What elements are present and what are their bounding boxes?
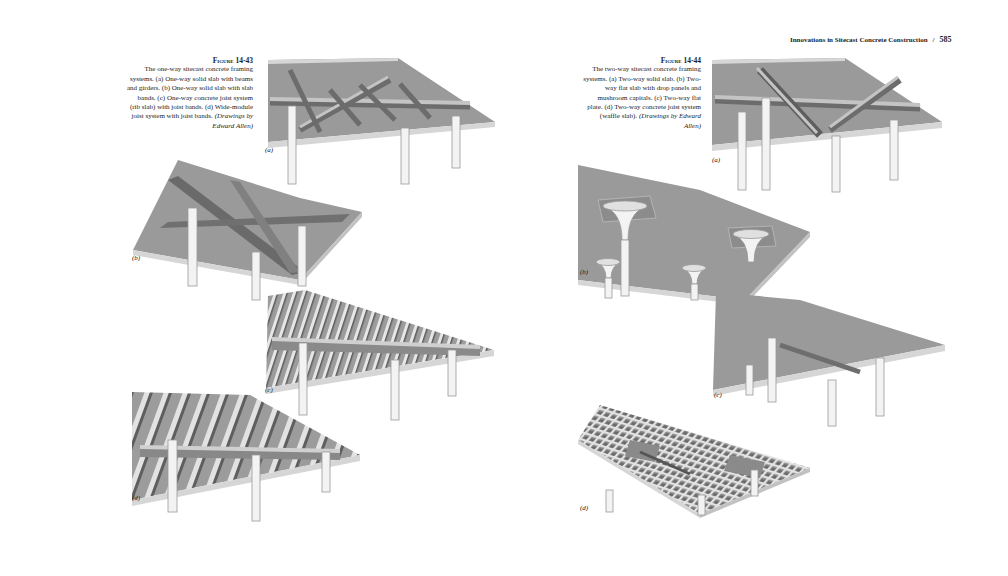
wide-module-joist-system [132, 392, 360, 521]
subfigure-letter: (a) [265, 146, 273, 154]
two-way-solid-slab [712, 58, 942, 192]
figure-caption: Figure 14-43The one-way sitecast concret… [126, 56, 253, 131]
caption-text: The two-way sitecast concrete framing sy… [583, 65, 701, 120]
flat-plate [713, 292, 945, 426]
subfigure-letter: (a) [712, 156, 720, 164]
header-separator: / [933, 36, 935, 44]
figure-number: Figure 14-44 [583, 56, 701, 65]
waffle-slab [578, 405, 810, 518]
one-way-slab-band [133, 160, 362, 300]
subfigure-letter: (d) [132, 494, 140, 502]
caption-text: The one-way sitecast concrete framing sy… [127, 65, 253, 120]
caption-credit: (Drawings by Edward Allen) [212, 112, 253, 129]
subfigure-letter: (b) [580, 268, 588, 276]
subfigure-letter: (c) [714, 391, 722, 399]
one-way-joist-system [266, 290, 494, 420]
one-way-beam-girder-slab [268, 58, 495, 184]
caption-credit: (Drawings by Edward Allen) [639, 112, 701, 129]
page-number: 585 [940, 35, 952, 44]
subfigure-letter: (d) [580, 504, 588, 512]
subfigure-letter: (c) [265, 386, 273, 394]
subfigure-letter: (b) [132, 254, 140, 262]
figure-caption: Figure 14-44The two-way sitecast concret… [583, 56, 701, 131]
figure-number: Figure 14-43 [126, 56, 253, 65]
running-header: Innovations in Sitecast Concrete Constru… [790, 36, 928, 44]
flat-slab-mushroom [578, 165, 810, 305]
